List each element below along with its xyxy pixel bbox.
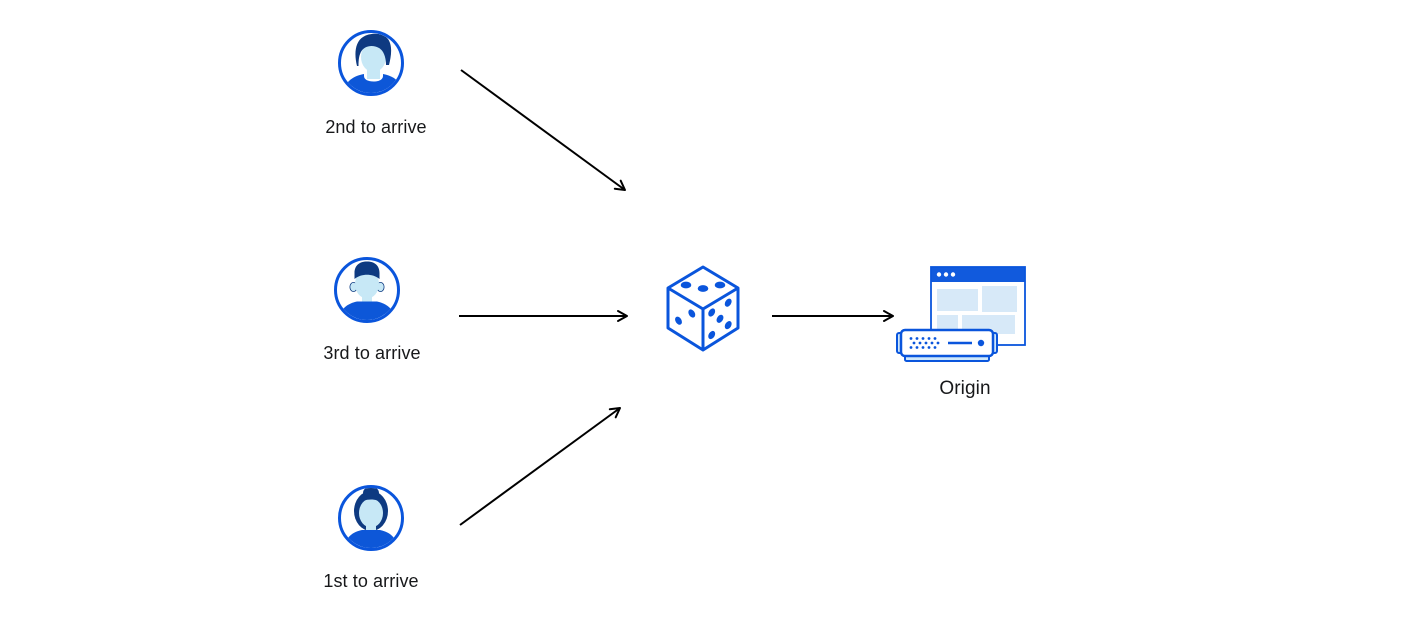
node-origin [896, 262, 1028, 364]
origin-label: Origin [939, 378, 991, 399]
man-avatar-icon [334, 257, 400, 323]
node-dice [666, 265, 740, 353]
origin-server-icon [896, 266, 1026, 362]
server-icon [896, 328, 998, 362]
dice-pips [675, 281, 732, 340]
server-vents [909, 337, 940, 349]
visitor-1st-label: 1st to arrive [323, 571, 419, 591]
node-visitor-3rd [333, 256, 401, 324]
node-visitor-2nd [337, 29, 405, 97]
visitor-3rd-label: 3rd to arrive [323, 343, 421, 363]
woman-avatar-icon [338, 485, 404, 551]
node-visitor-1st [337, 484, 405, 552]
arrow-visitor1-to-dice [459, 407, 621, 526]
server-led [977, 339, 985, 347]
visitor-2nd-label: 2nd to arrive [325, 117, 427, 137]
dice-icon [666, 265, 740, 352]
man-avatar-icon [338, 30, 404, 96]
arrow-visitor2-to-dice [460, 69, 626, 191]
